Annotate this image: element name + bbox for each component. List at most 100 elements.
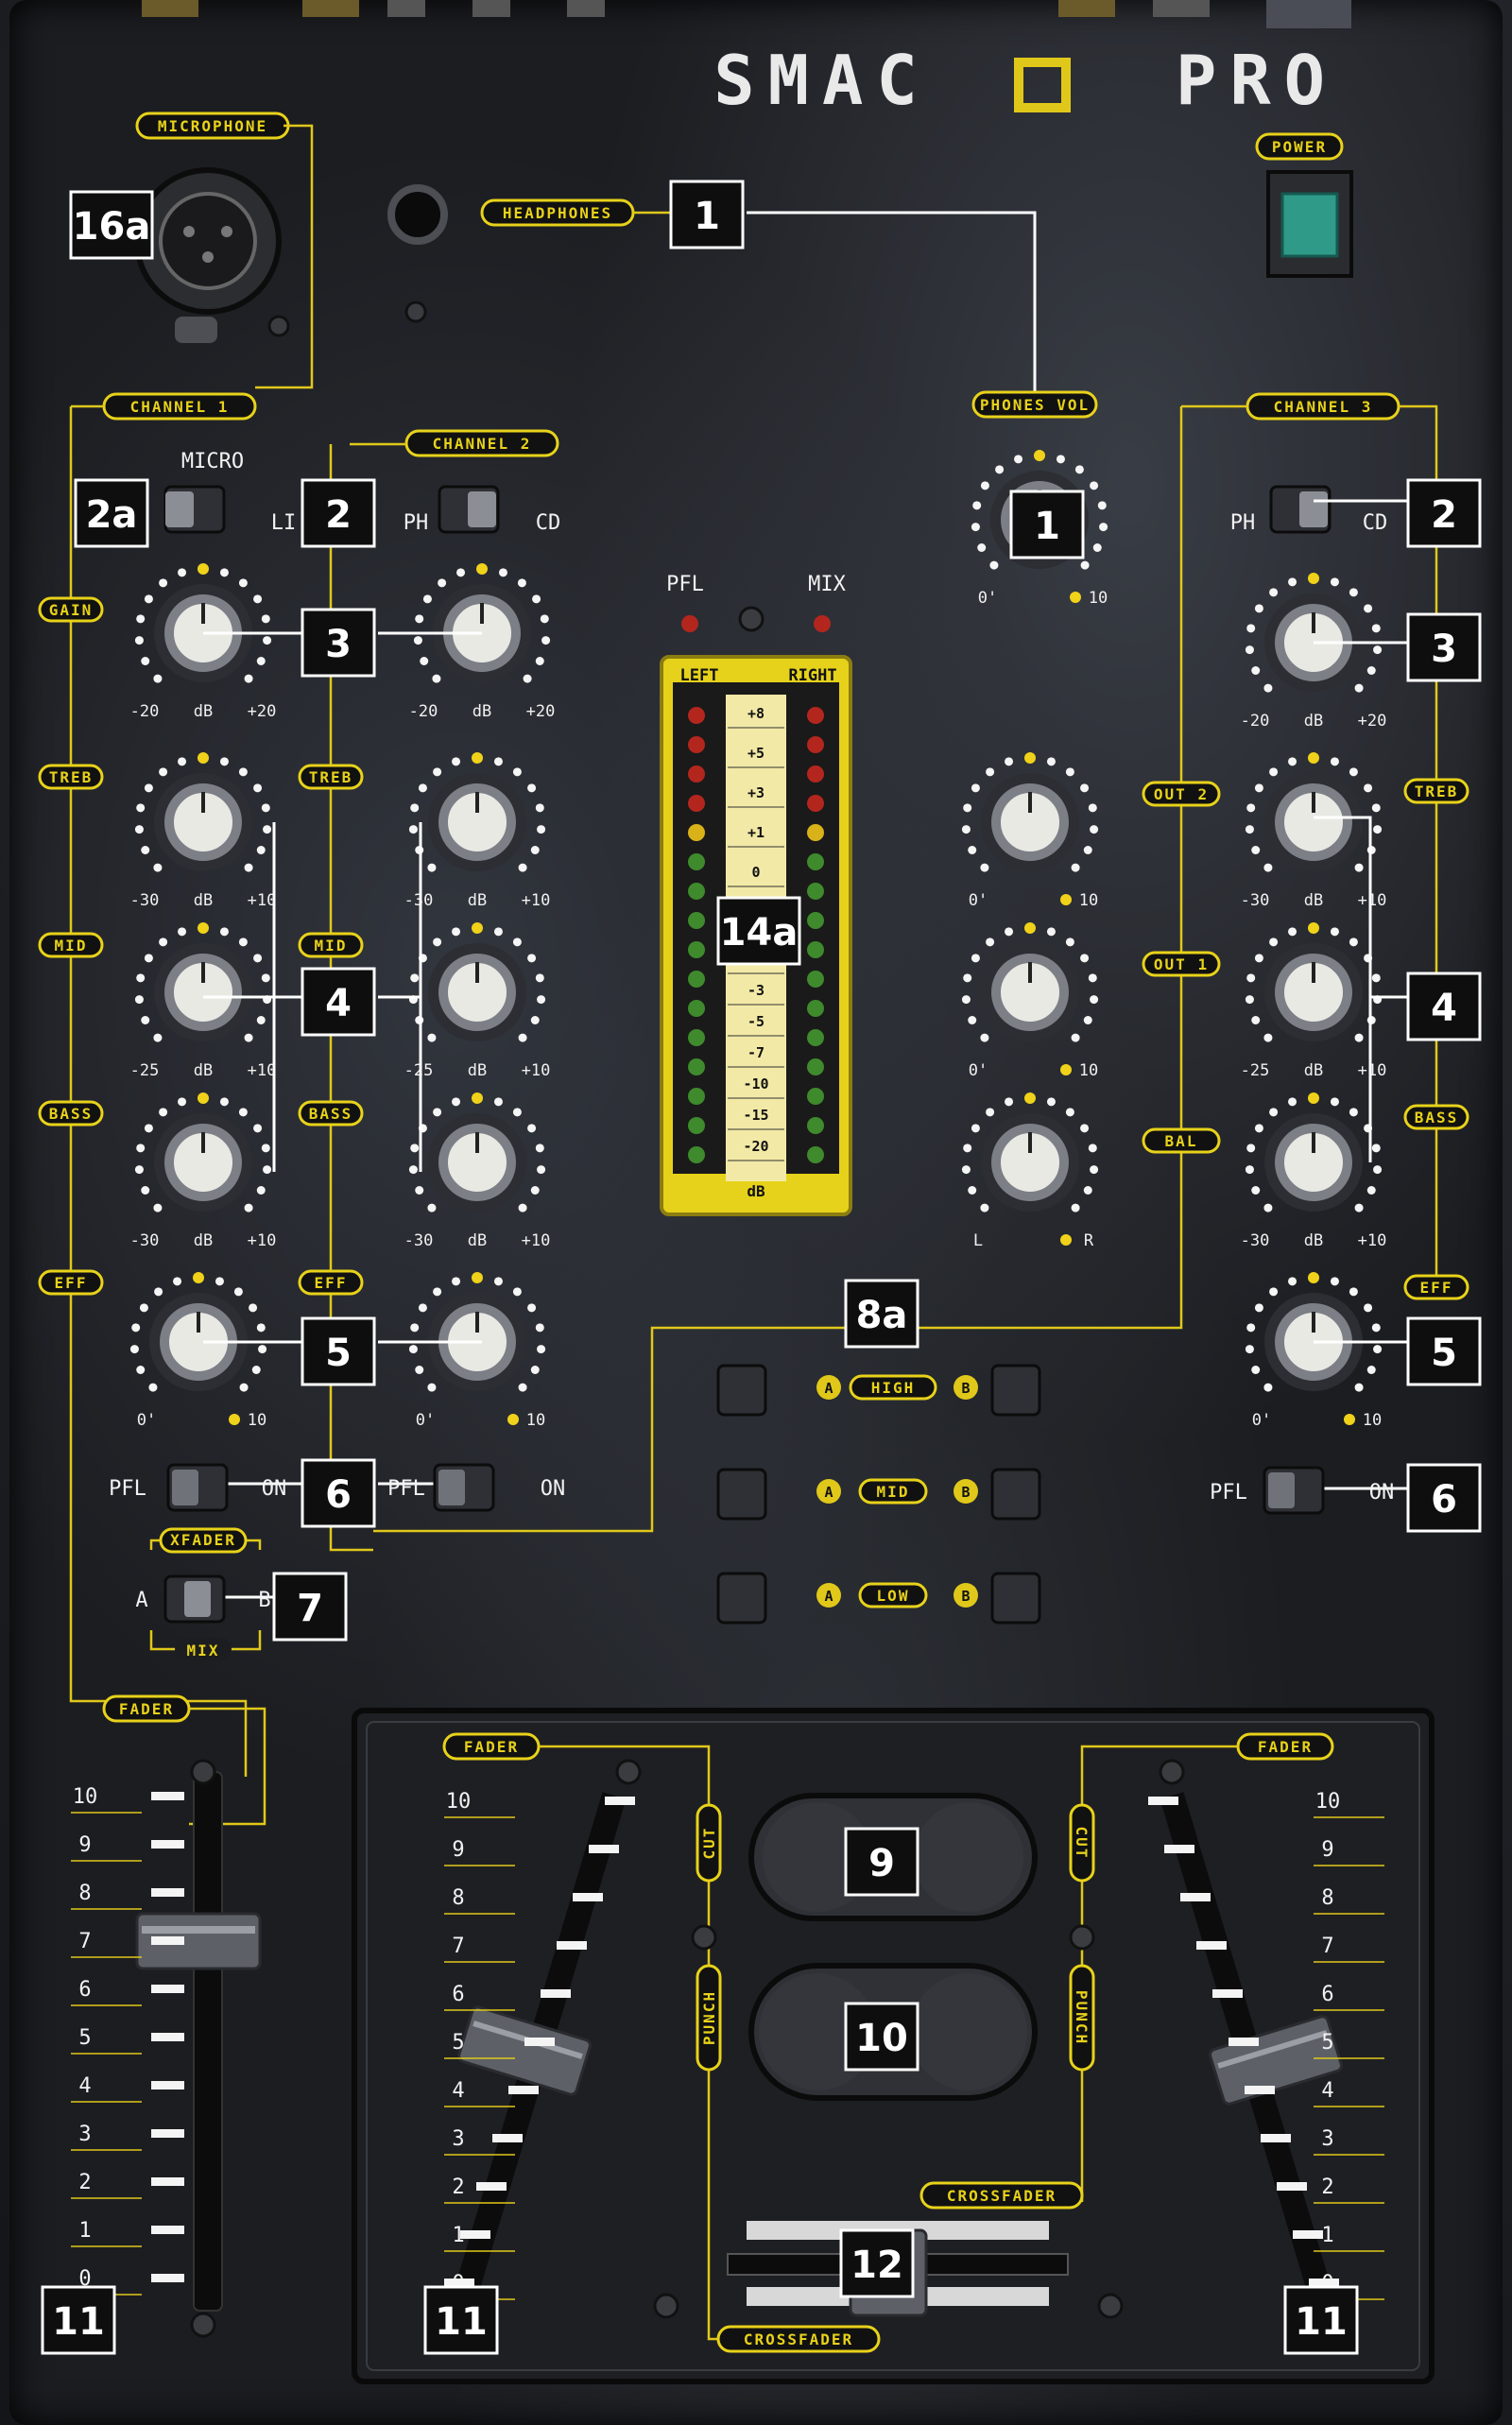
svg-text:CROSSFADER: CROSSFADER	[947, 2187, 1057, 2205]
switch-ph-cd-ch2[interactable]: PH CD	[404, 485, 561, 535]
callout-5: 5	[301, 1316, 376, 1386]
meter-scale-label: +1	[747, 824, 765, 841]
knob-scale-label: dB	[194, 1231, 213, 1250]
fader-scale-label: 1	[452, 2224, 464, 2247]
channel1-tag: CHANNEL 1	[130, 398, 230, 416]
pfl-switch-ch3[interactable]: PFL ON	[1210, 1466, 1394, 1515]
fader-scale-label: 9	[78, 1833, 91, 1857]
headphones-jack[interactable]	[387, 184, 448, 245]
knob-bass-17[interactable]	[1245, 1092, 1383, 1212]
pfl-switch-ch1[interactable]: PFL ON	[109, 1463, 286, 1512]
xfader-assign-switch[interactable]: XFADER A B MIX	[135, 1527, 271, 1660]
fader-scale-label: 6	[1321, 1983, 1333, 2006]
knob-scale-label: 10	[248, 1411, 266, 1430]
knob-treb-3[interactable]	[408, 752, 546, 872]
svg-text:B: B	[961, 1380, 970, 1397]
knob-bal-13[interactable]	[961, 1092, 1099, 1212]
knob-scale-label: 10	[1079, 891, 1098, 910]
knob-eff-18[interactable]	[1245, 1272, 1383, 1392]
led-left	[688, 941, 705, 958]
headphones-tag: HEADPHONES	[503, 204, 612, 222]
knob-mid-4[interactable]	[134, 922, 272, 1042]
knob-scale-label: +10	[248, 891, 277, 910]
svg-text:A: A	[135, 1589, 147, 1612]
svg-text:GAIN: GAIN	[49, 601, 94, 619]
kill-switch-mid[interactable]: A MID B	[716, 1468, 1041, 1521]
led-right	[807, 736, 824, 753]
rotary-knobs[interactable]	[129, 450, 1383, 1392]
led-right	[807, 1117, 824, 1134]
knob-scale-label: L	[973, 1231, 983, 1250]
led-right	[807, 824, 824, 841]
knob-scale-label: +10	[248, 1061, 277, 1080]
headphones-section: HEADPHONES PHONES VOL	[387, 184, 1098, 419]
kill-switch-high[interactable]: A HIGH B	[716, 1364, 1041, 1417]
knob-scale-label: dB	[468, 1061, 487, 1080]
svg-text:CD: CD	[1363, 511, 1388, 535]
knob-scale-label: 0'	[416, 1411, 435, 1430]
led-left	[688, 912, 705, 929]
svg-text:EFF: EFF	[315, 1274, 348, 1292]
power-switch[interactable]: POWER	[1255, 132, 1353, 278]
knob-bass-7[interactable]	[408, 1092, 546, 1212]
kill-switch-low[interactable]: A LOW B	[716, 1572, 1041, 1625]
svg-text:12: 12	[850, 2244, 903, 2287]
knob-mid-5[interactable]	[408, 922, 546, 1042]
meter-scale-label: -10	[743, 1075, 768, 1092]
led-right	[807, 1029, 824, 1046]
svg-text:LOW: LOW	[877, 1587, 910, 1605]
knob-bass-6[interactable]	[134, 1092, 272, 1212]
knob-scale-label: -30	[130, 1231, 160, 1250]
knob-eff-9[interactable]	[408, 1272, 546, 1392]
svg-text:TREB: TREB	[1415, 783, 1459, 800]
led-right	[807, 883, 824, 900]
svg-text:MICRO: MICRO	[181, 450, 244, 473]
knob-mid-16[interactable]	[1245, 922, 1383, 1042]
svg-text:OUT 2: OUT 2	[1154, 785, 1209, 803]
pfl-switch-ch2[interactable]: PFL ON	[387, 1463, 565, 1512]
svg-text:FADER: FADER	[464, 1738, 519, 1756]
knob-out1-12[interactable]	[961, 922, 1099, 1042]
knob-treb-15[interactable]	[1245, 752, 1383, 872]
fader-scale-label: 2	[452, 2176, 464, 2199]
knob-scale-label: +10	[1358, 1231, 1387, 1250]
fader-scale-label: 10	[73, 1785, 98, 1809]
svg-text:PFL: PFL	[1210, 1481, 1247, 1505]
knob-eff-8[interactable]	[129, 1272, 267, 1392]
callout-16a: 16a	[69, 190, 154, 260]
fader-scale-label: 3	[1321, 2127, 1333, 2151]
fader-scale-label: 6	[78, 1978, 91, 2002]
svg-text:PH: PH	[404, 511, 429, 535]
svg-text:PUNCH: PUNCH	[1073, 1990, 1091, 2045]
switch-ph-cd-ch3[interactable]: PH CD	[1230, 485, 1388, 535]
knob-gain-0[interactable]	[134, 563, 272, 683]
svg-text:2: 2	[325, 493, 352, 537]
knob-treb-2[interactable]	[134, 752, 272, 872]
svg-text:1: 1	[1034, 505, 1060, 548]
fader-scale-label: 1	[1321, 2224, 1333, 2247]
knob-out2-11[interactable]	[961, 752, 1099, 872]
fader-ch1[interactable]: FADER	[102, 1694, 266, 2312]
screws	[190, 301, 1185, 2338]
led-right	[807, 912, 824, 929]
svg-text:EFF: EFF	[1420, 1279, 1453, 1297]
led-left	[688, 824, 705, 841]
fader-ch2[interactable]: FADER	[441, 1732, 711, 2338]
cut-punch-tags: CUT PUNCH CUT PUNCH	[696, 1803, 1095, 2072]
knob-scale-label: +20	[248, 702, 277, 721]
knob-scale-label: R	[1084, 1231, 1094, 1250]
svg-text:MID: MID	[55, 937, 88, 955]
knob-scale-label: -20	[130, 702, 160, 721]
svg-text:LEFT: LEFT	[680, 666, 719, 685]
knob-scale-label: 0'	[978, 589, 997, 608]
callout-2: 2	[1406, 478, 1482, 548]
knob-scale-label: -25	[1241, 1061, 1270, 1080]
switch-micro-line[interactable]: MICRO LI	[163, 450, 296, 535]
knob-gain-1[interactable]	[413, 563, 551, 683]
svg-text:8a: 8a	[856, 1294, 908, 1337]
fader-scale-label: 8	[78, 1882, 91, 1905]
led-right	[807, 1058, 824, 1075]
callout-9: 9	[844, 1827, 919, 1897]
knob-gain-14[interactable]	[1245, 573, 1383, 693]
